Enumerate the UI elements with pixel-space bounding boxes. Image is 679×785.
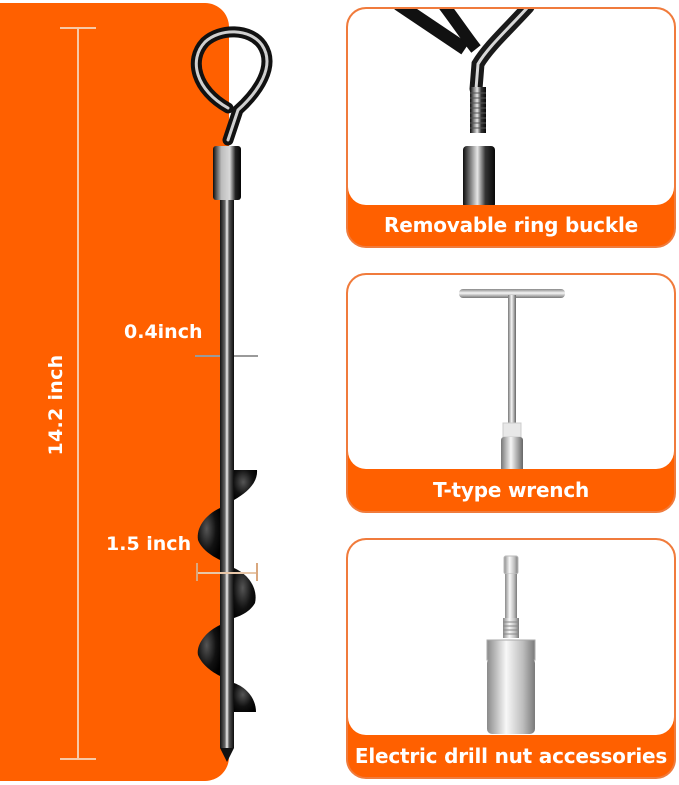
helix-width-label: 1.5 inch (106, 533, 192, 555)
length-dimension-bottom-tick (60, 758, 96, 760)
dimension-panel (0, 3, 229, 781)
feature-card-image-area (348, 540, 674, 735)
feature-label: Removable ring buckle (384, 213, 638, 237)
shaft-diameter-label: 0.4inch (124, 321, 203, 343)
helix-width-left-tick (196, 563, 198, 581)
feature-card-removable-ring-buckle: Removable ring buckle (346, 7, 676, 248)
eye-bolt-with-coupling-nut-icon (394, 9, 535, 205)
hex-shank-drill-socket-adapter-icon (486, 555, 536, 734)
t-handle-socket-wrench-icon (459, 289, 565, 469)
feature-card-electric-drill-nut-accessories: Electric drill nut accessories (346, 538, 676, 779)
auger-stake-image (190, 26, 273, 762)
helix-blade-icon (197, 470, 258, 712)
length-dimension-top-tick (60, 27, 96, 29)
feature-card-image-area (348, 275, 674, 469)
feature-card-t-type-wrench: T-type wrench (346, 273, 676, 513)
feature-label: Electric drill nut accessories (354, 744, 668, 768)
feature-label: T-type wrench (432, 478, 590, 502)
feature-card-image-area (348, 9, 674, 205)
shaft-icon (220, 200, 234, 748)
coupling-nut-icon (213, 146, 241, 200)
helix-width-right-tick (256, 563, 258, 581)
eye-loop-icon (190, 26, 273, 146)
helix-width-line (197, 572, 257, 574)
length-dimension-line (77, 27, 79, 759)
